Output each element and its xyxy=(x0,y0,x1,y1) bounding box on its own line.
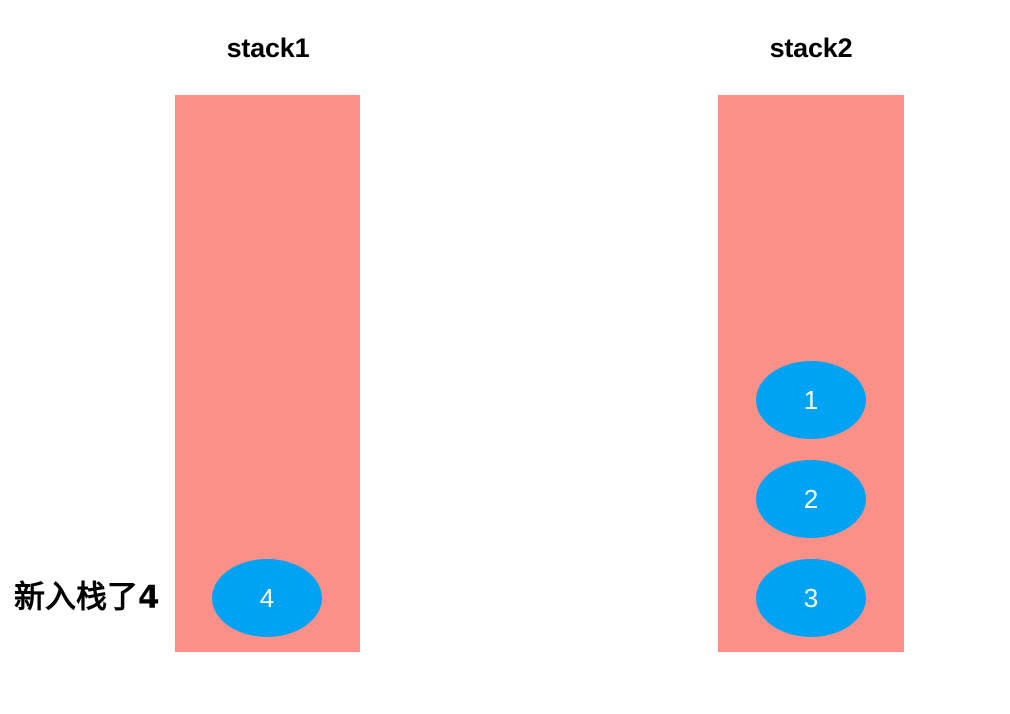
stack-node-label: 3 xyxy=(803,583,819,613)
stack-title-stack1: stack1 xyxy=(226,33,310,63)
stack-node-label: 1 xyxy=(803,385,819,415)
stack-node[interactable]: 3 xyxy=(756,559,866,637)
stack-node-label: 4 xyxy=(259,583,275,613)
stack-title-stack2: stack2 xyxy=(769,33,853,63)
annotation-push-note: 新入栈了4 xyxy=(14,579,160,616)
stack-node-label: 2 xyxy=(803,484,819,514)
stack-node[interactable]: 1 xyxy=(756,361,866,439)
stack-node[interactable]: 4 xyxy=(212,559,322,637)
stack-node[interactable]: 2 xyxy=(756,460,866,538)
